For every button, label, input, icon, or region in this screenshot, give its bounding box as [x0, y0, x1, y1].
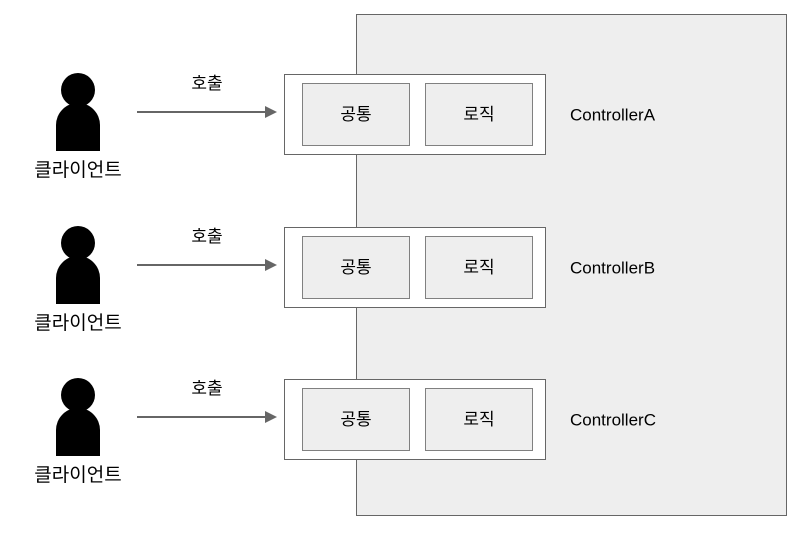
controller-a-part-logic[interactable]: 로직: [425, 83, 533, 146]
controller-c-part-logic[interactable]: 로직: [425, 388, 533, 451]
person-icon: [56, 73, 100, 151]
arrow-line: [137, 264, 265, 266]
person-body-icon: [56, 103, 100, 151]
controller-a-part-common-label: 공통: [340, 105, 372, 124]
controller-c-part-logic-label: 로직: [463, 410, 495, 429]
controller-a-part-common[interactable]: 공통: [302, 83, 410, 146]
arrow-line: [137, 111, 265, 113]
person-icon: [56, 226, 100, 304]
controller-a-part-logic-label: 로직: [463, 105, 495, 124]
person-head-icon: [61, 378, 95, 412]
person-body-icon: [56, 408, 100, 456]
controller-group-c[interactable]: 공통 로직: [284, 379, 546, 460]
call-arrow-1: [137, 105, 277, 119]
call-arrow-2: [137, 258, 277, 272]
client-label-3: 클라이언트: [34, 465, 122, 486]
client-label-1: 클라이언트: [34, 160, 122, 181]
controller-b-part-common[interactable]: 공통: [302, 236, 410, 299]
person-head-icon: [61, 73, 95, 107]
client-label-2: 클라이언트: [34, 313, 122, 334]
call-arrow-label-2: 호출: [191, 227, 223, 246]
controller-a-name: ControllerA: [570, 105, 656, 125]
controller-c-part-common[interactable]: 공통: [302, 388, 410, 451]
client-actor-2: 클라이언트: [0, 226, 158, 333]
arrow-head-icon: [265, 411, 277, 423]
client-actor-3: 클라이언트: [0, 378, 158, 485]
controller-b-part-logic[interactable]: 로직: [425, 236, 533, 299]
call-arrow-label-1: 호출: [191, 74, 223, 93]
arrow-line: [137, 416, 265, 418]
person-icon: [56, 378, 100, 456]
controller-b-part-common-label: 공통: [340, 258, 372, 277]
client-actor-1: 클라이언트: [0, 73, 158, 180]
person-head-icon: [61, 226, 95, 260]
call-arrow-label-3: 호출: [191, 379, 223, 398]
arrow-head-icon: [265, 259, 277, 271]
controller-b-name: ControllerB: [570, 258, 656, 278]
person-body-icon: [56, 256, 100, 304]
controller-c-part-common-label: 공통: [340, 410, 372, 429]
controller-c-name: ControllerC: [570, 410, 656, 430]
arrow-head-icon: [265, 106, 277, 118]
call-arrow-3: [137, 410, 277, 424]
controller-b-part-logic-label: 로직: [463, 258, 495, 277]
controller-group-b[interactable]: 공통 로직: [284, 227, 546, 308]
controller-group-a[interactable]: 공통 로직: [284, 74, 546, 155]
